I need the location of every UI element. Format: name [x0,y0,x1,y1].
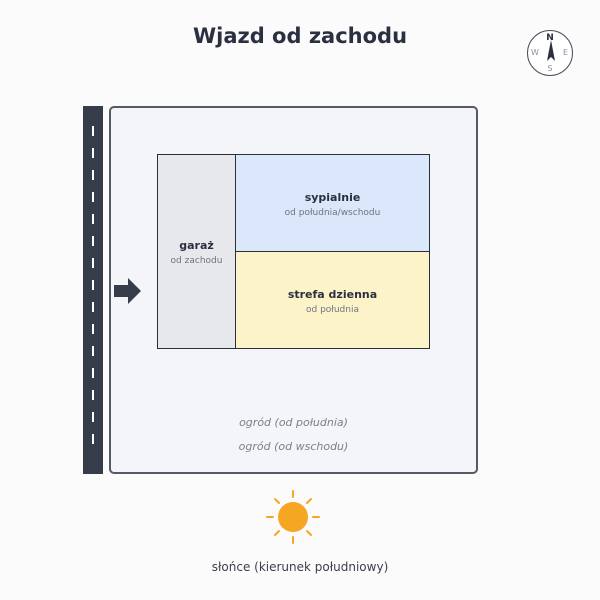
road-dash [92,236,94,246]
compass: N S W E [527,30,573,76]
compass-west-label: W [531,48,539,57]
garden-east-label: ogród (od wschodu) [238,440,349,453]
compass-east-label: E [562,48,568,57]
page-title: Wjazd od zachodu [192,24,408,48]
room-garage-label: garaż [179,239,214,252]
house-outline: garaż od zachodu sypialnie od południa/w… [157,154,430,349]
road-dash [92,148,94,158]
road-dash [92,368,94,378]
road-dash [92,214,94,224]
compass-south-label: S [547,64,553,73]
room-garage: garaż od zachodu [158,155,236,348]
road-dash [92,412,94,422]
room-day-zone-label: strefa dzienna [287,288,378,301]
sun-label: słońce (kierunek południowy) [211,560,389,574]
access-road [83,106,103,474]
room-garage-orientation: od zachodu [170,256,223,266]
road-dash [92,324,94,334]
road-dash [92,346,94,356]
road-dash [92,258,94,268]
road-dash [92,302,94,312]
room-bedrooms-orientation: od południa/wschodu [284,208,381,218]
road-dash [92,434,94,444]
sun-icon [266,490,320,544]
road-dash [92,390,94,400]
room-bedrooms-label: sypialnie [304,191,361,204]
garden-south-label: ogród (od południa) [239,416,348,429]
entrance-arrow-icon [114,278,141,304]
road-dash [92,126,94,136]
road-dash [92,170,94,180]
road-dash [92,280,94,290]
compass-needle-icon [547,40,555,61]
room-day-zone: strefa dzienna od południa [236,252,429,348]
compass-north-label: N [546,33,554,43]
room-day-zone-orientation: od południa [306,305,359,315]
room-bedrooms: sypialnie od południa/wschodu [236,155,429,252]
road-dash [92,192,94,202]
